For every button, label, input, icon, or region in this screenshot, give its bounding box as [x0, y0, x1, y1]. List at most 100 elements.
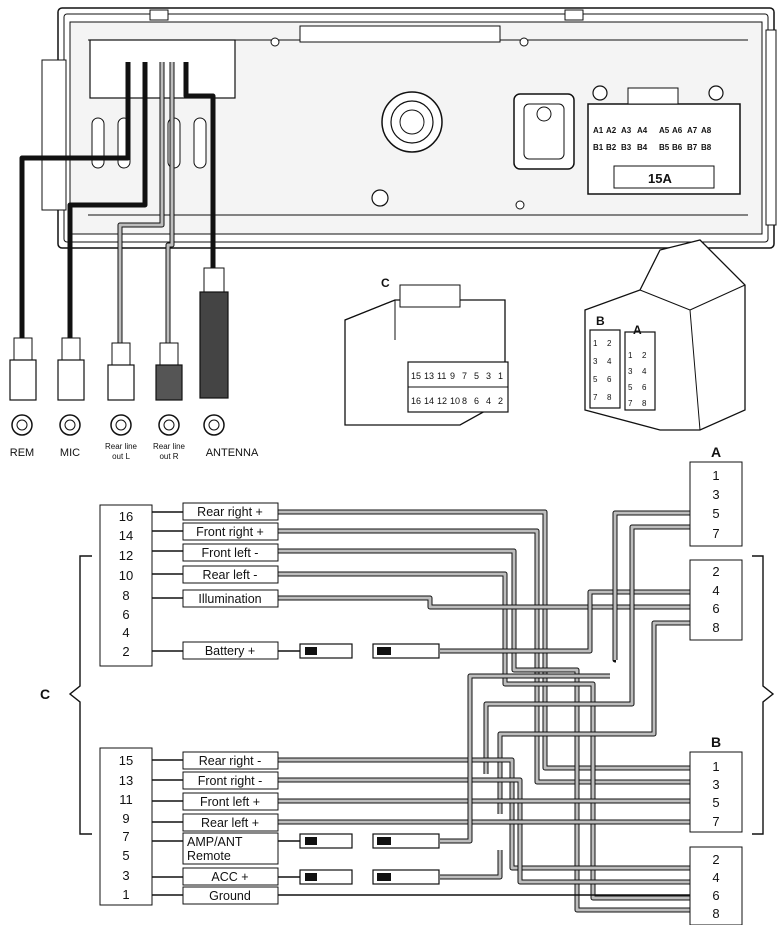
b-odd-pin: 1	[712, 759, 719, 774]
cable-label-mic: MIC	[60, 447, 80, 459]
c-pin: 1	[498, 371, 503, 381]
c-upper-box	[99, 504, 153, 667]
c-lower-box	[99, 747, 153, 906]
c-lower-pin: 11	[119, 792, 133, 807]
group-c-label: C	[40, 686, 50, 702]
a-even-pin: 6	[712, 601, 719, 616]
a-title: A	[711, 444, 721, 460]
wire-label: Rear right +	[197, 505, 263, 519]
wiring-lines	[152, 509, 690, 913]
fuse-label: 15A	[648, 171, 672, 186]
iso-pins: 1 2 3 4 5 6 7 8 1 2 3 4 5 6 7 8	[593, 339, 647, 408]
c-upper-pin: 2	[122, 644, 129, 659]
b-even-box	[689, 846, 743, 925]
socket-pin-labels: A1 A2 A3 A4 A5 A6 A7 A8 B1 B2 B3 B4 B5 B…	[593, 126, 712, 186]
wire-label: Remote	[187, 849, 231, 863]
c-lower-pin: 7	[122, 829, 129, 844]
b-odd-box	[689, 751, 743, 833]
c-pin: 16	[411, 396, 421, 406]
b-even-pin: 4	[712, 870, 719, 885]
a-odd-pin: 1	[712, 468, 719, 483]
group-c-brace	[68, 555, 92, 835]
pin-a5: A5	[659, 126, 670, 135]
pin-b3: B3	[621, 143, 632, 152]
iso-b-pin: 3	[593, 357, 598, 366]
iso-b-pin: 8	[607, 393, 612, 402]
iso-a-pin: 2	[642, 351, 647, 360]
iso-a-pin: 4	[642, 367, 647, 376]
iso-b-label: B	[596, 314, 605, 328]
c-upper-pin: 6	[122, 607, 129, 622]
c-upper-pin: 16	[119, 509, 133, 524]
iso-a-pin: 3	[628, 367, 633, 376]
iso-a-pin: 1	[628, 351, 633, 360]
connector-c-pins: 15 13 11 9 7 5 3 1 16 14 12 10 8 6 4 2	[411, 371, 503, 406]
wire-label: Rear right -	[199, 754, 262, 768]
iso-b-pin: 2	[607, 339, 612, 348]
connector-c: C 15 13 11 9 7 5 3 1 16 14 12 10 8 6 4 2	[344, 276, 509, 426]
b-even-pin: 8	[712, 906, 719, 921]
wire-label: Front right -	[198, 774, 263, 788]
c-pin: 6	[474, 396, 479, 406]
iso-a-pin: 5	[628, 383, 633, 392]
iso-a-pin: 6	[642, 383, 647, 392]
upper-wire-labels: Rear right + Front right + Front left - …	[182, 502, 279, 660]
iso-b-pin: 4	[607, 357, 612, 366]
wire-label: Ground	[209, 889, 251, 903]
c-pin: 14	[424, 396, 434, 406]
pin-a8: A8	[701, 126, 712, 135]
lower-wire-labels: Rear right - Front right - Front left + …	[182, 751, 279, 905]
c-pin-numbers: 16 14 12 10 8 6 4 2 15 13 11 9 7 5 3 1	[119, 509, 133, 902]
pin-b4: B4	[637, 143, 648, 152]
b-title: B	[711, 734, 721, 750]
wire-label: ACC +	[211, 870, 248, 884]
pin-b8: B8	[701, 143, 712, 152]
c-pin: 13	[424, 371, 434, 381]
b-even-pin: 6	[712, 888, 719, 903]
b-odd-pin: 5	[712, 795, 719, 810]
c-pin: 8	[462, 396, 467, 406]
c-lower-pin: 5	[122, 848, 129, 863]
c-upper-pin: 14	[119, 528, 133, 543]
c-pin: 5	[474, 371, 479, 381]
pin-a1: A1	[593, 126, 604, 135]
a-odd-pin: 3	[712, 487, 719, 502]
a-odd-box	[689, 461, 743, 547]
b-odd-pin: 3	[712, 777, 719, 792]
iso-a-pin: 7	[628, 399, 633, 408]
c-pin: 11	[437, 371, 446, 381]
c-upper-pin: 12	[119, 548, 133, 563]
a-odd-pin: 7	[712, 526, 719, 541]
c-lower-pin: 15	[119, 753, 133, 768]
c-upper-pin: 10	[119, 568, 133, 583]
c-upper-pin: 8	[122, 588, 129, 603]
wire-label: Rear left -	[203, 568, 258, 582]
pin-b5: B5	[659, 143, 670, 152]
c-pin: 9	[450, 371, 455, 381]
c-pin: 3	[486, 371, 491, 381]
pin-a6: A6	[672, 126, 683, 135]
wire-label: Illumination	[198, 592, 261, 606]
rear-cables	[9, 62, 229, 436]
pin-a2: A2	[606, 126, 617, 135]
a-even-pin: 2	[712, 564, 719, 579]
iso-a-pin: 8	[642, 399, 647, 408]
wire-label: Rear left +	[201, 816, 259, 830]
ab-pin-numbers: 1 3 5 7 2 4 6 8 1 3 5 7 2 4 6 8	[712, 468, 719, 921]
c-lower-pin: 13	[119, 773, 133, 788]
c-pin: 15	[411, 371, 421, 381]
b-odd-pin: 7	[712, 814, 719, 829]
wire-label: Front left -	[202, 546, 259, 560]
pin-a3: A3	[621, 126, 632, 135]
c-pin: 4	[486, 396, 491, 406]
inline-connectors	[278, 643, 690, 896]
c-pin: 2	[498, 396, 503, 406]
iso-a-label: A	[633, 323, 642, 337]
a-even-box	[689, 559, 743, 641]
a-even-pin: 8	[712, 620, 719, 635]
